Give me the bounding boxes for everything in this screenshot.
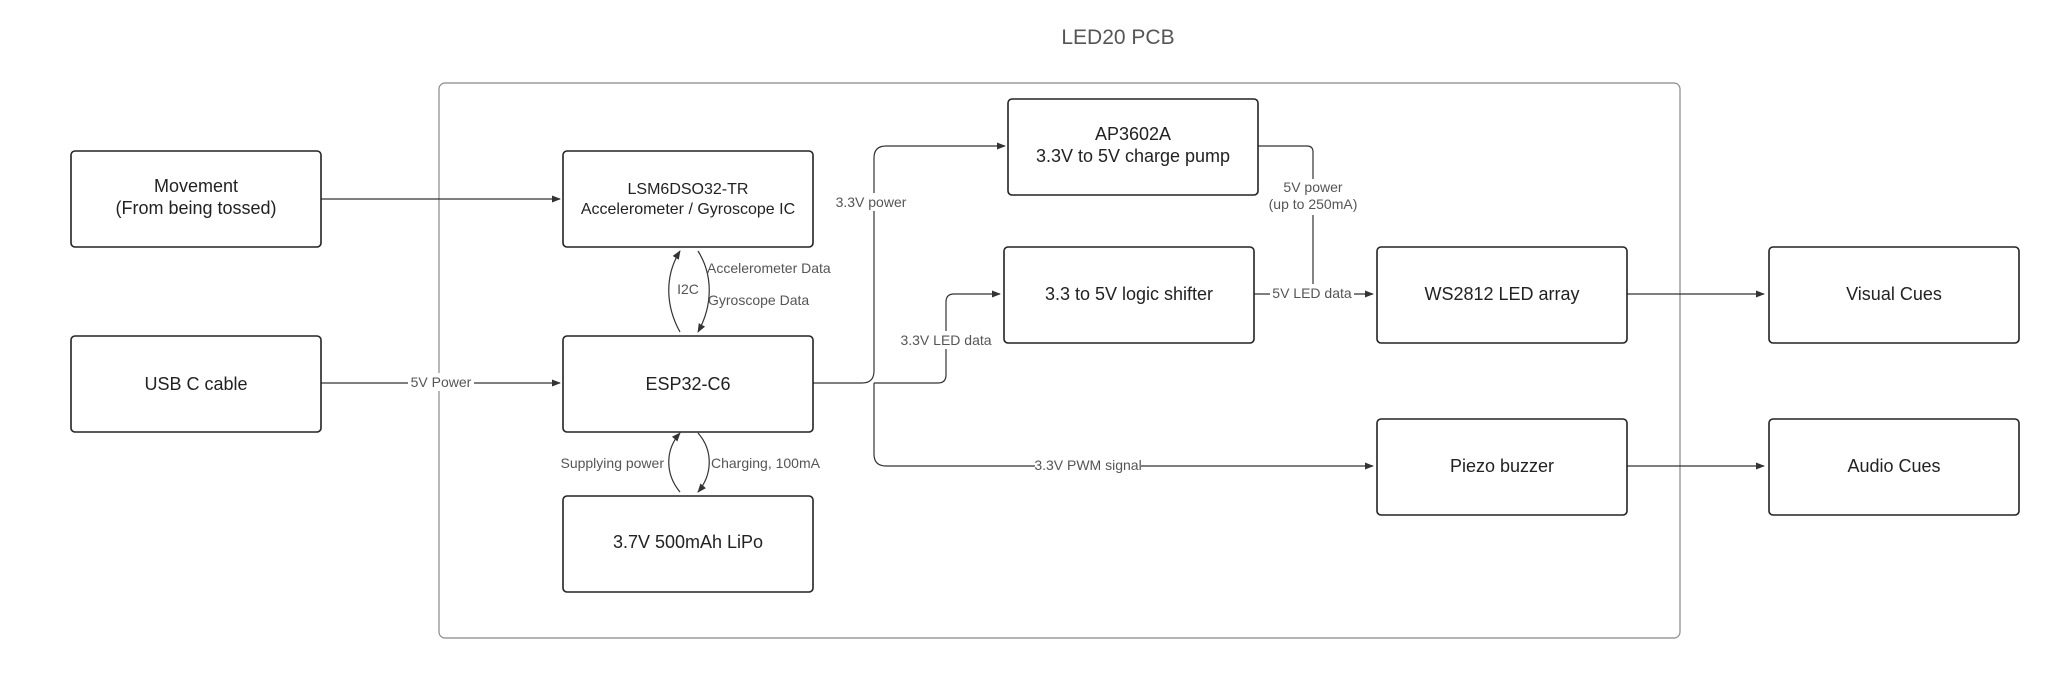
audio-cues-label: Audio Cues <box>1847 456 1940 476</box>
mcu-to-pump-arrow <box>812 142 1006 384</box>
logic-shifter-label: 3.3 to 5V logic shifter <box>1045 284 1213 304</box>
power-5v-limit-label: (up to 250mA) <box>1269 196 1358 212</box>
imu-part-label: LSM6DSO32-TR <box>628 181 749 198</box>
led-array-label: WS2812 LED array <box>1424 284 1579 304</box>
pwm-3v3-label: 3.3V PWM signal <box>1034 457 1141 473</box>
lipo-battery-label: 3.7V 500mAh LiPo <box>613 532 763 552</box>
esp32-c6-block: ESP32-C6 <box>562 335 814 433</box>
movement-label: Movement <box>154 176 238 196</box>
led-data-5v-label: 5V LED data <box>1272 285 1352 301</box>
usb-c-cable-label: USB C cable <box>144 374 247 394</box>
diagram-title: LED20 PCB <box>1061 26 1174 49</box>
supplying-power-label: Supplying power <box>560 455 664 471</box>
charge-pump-part-label: AP3602A <box>1095 124 1171 144</box>
imu-block: LSM6DSO32-TR Accelerometer / Gyroscope I… <box>562 150 814 248</box>
accelerometer-data-label: Accelerometer Data <box>707 260 831 276</box>
piezo-buzzer-label: Piezo buzzer <box>1450 456 1554 476</box>
movement-block: Movement (From being tossed) <box>70 150 322 248</box>
piezo-buzzer-block: Piezo buzzer <box>1376 418 1628 516</box>
power-3v3-label: 3.3V power <box>836 194 907 210</box>
charge-pump-description-label: 3.3V to 5V charge pump <box>1036 146 1230 166</box>
i2c-up-arrow <box>668 250 681 333</box>
led-data-3v3-label: 3.3V LED data <box>900 332 991 348</box>
pcb-boundary <box>438 82 1681 639</box>
visual-cues-label: Visual Cues <box>1846 284 1942 304</box>
i2c-down-arrow <box>697 250 710 333</box>
visual-cues-block: Visual Cues <box>1768 246 2020 344</box>
logic-shifter-block: 3.3 to 5V logic shifter <box>1003 246 1255 344</box>
movement-sublabel: (From being tossed) <box>115 198 276 218</box>
pump-to-leds-power-line <box>1253 145 1314 294</box>
charge-pump-block: AP3602A 3.3V to 5V charge pump <box>1007 98 1259 196</box>
imu-description-label: Accelerometer / Gyroscope IC <box>581 201 795 218</box>
usb-c-cable-block: USB C cable <box>70 335 322 433</box>
i2c-label: I2C <box>677 281 699 297</box>
led-array-block: WS2812 LED array <box>1376 246 1628 344</box>
audio-cues-block: Audio Cues <box>1768 418 2020 516</box>
gyroscope-data-label: Gyroscope Data <box>708 292 809 308</box>
supply-power-arrow <box>668 432 681 493</box>
charging-arrow <box>697 432 710 493</box>
charging-label: Charging, 100mA <box>711 455 821 471</box>
esp32-c6-label: ESP32-C6 <box>645 374 730 394</box>
power-5v-label: 5V power <box>1283 179 1342 195</box>
usb-power-label: 5V Power <box>411 374 472 390</box>
mcu-to-buzzer-arrow <box>873 383 1374 470</box>
lipo-battery-block: 3.7V 500mAh LiPo <box>562 495 814 593</box>
